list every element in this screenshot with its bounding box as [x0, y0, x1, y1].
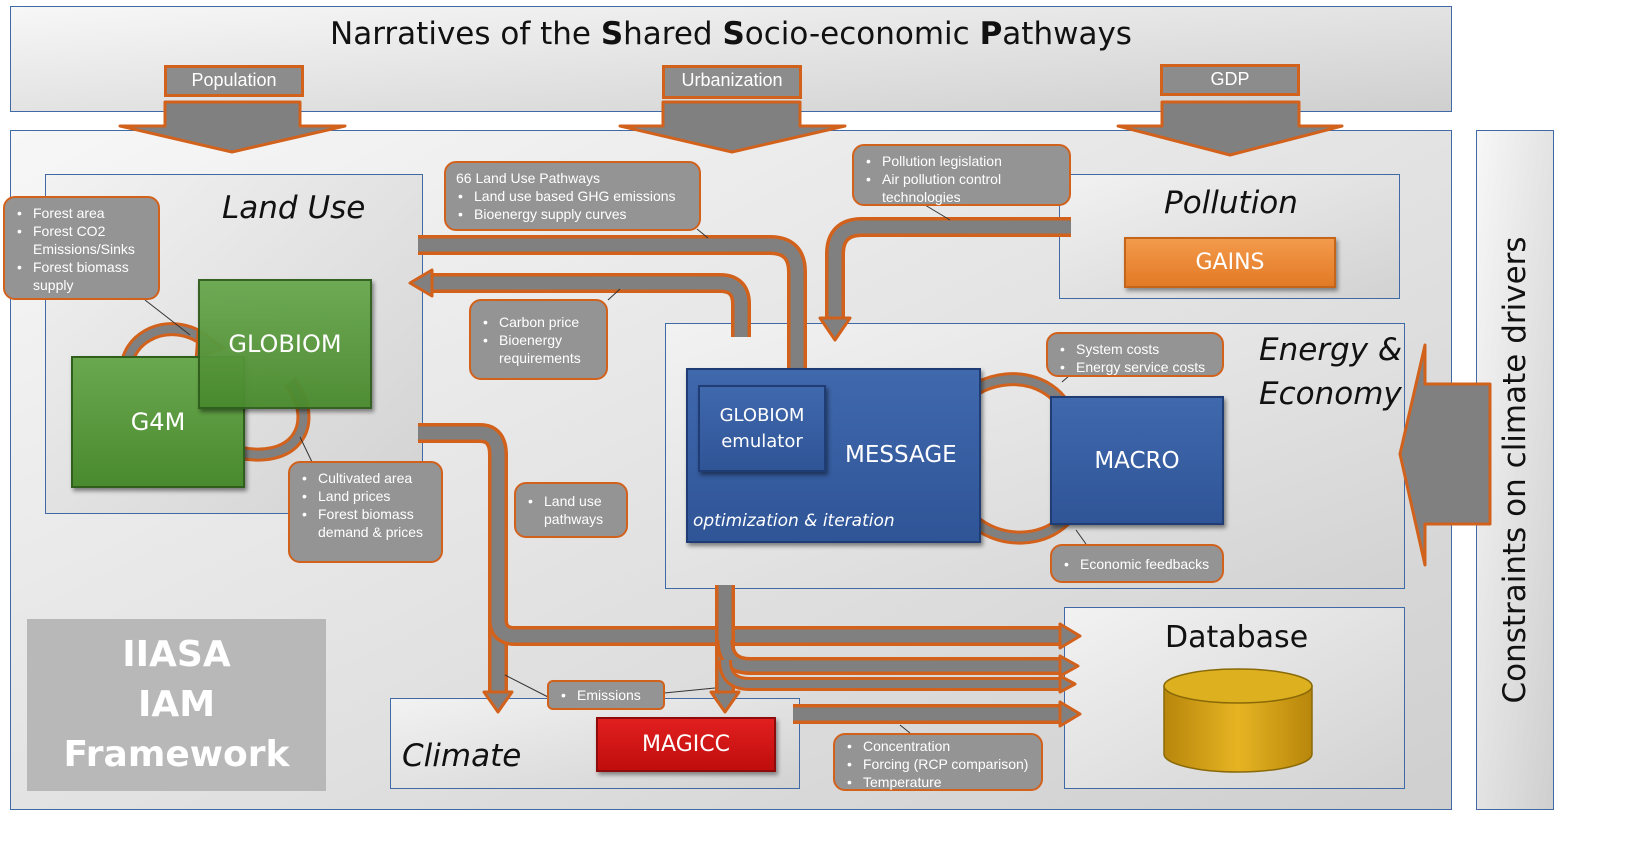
callout-item: Forest area: [17, 204, 148, 222]
system-costs-callout: System costs Energy service costs: [1046, 332, 1224, 377]
globiom-box: GLOBIOM: [198, 279, 372, 409]
pollution-title: Pollution: [1164, 185, 1298, 221]
callout-item: Forest biomass supply: [17, 258, 148, 294]
gains-label: GAINS: [1195, 250, 1265, 275]
framework-line-3: Framework: [63, 734, 290, 775]
callout-item: Forcing (RCP comparison): [847, 755, 1031, 773]
gains-box: GAINS: [1124, 237, 1336, 288]
callout-item: Pollution legislation: [866, 152, 1059, 170]
magicc-label: MAGICC: [642, 732, 730, 757]
urbanization-arrow: [618, 100, 847, 154]
callout-item: Energy service costs: [1060, 358, 1212, 376]
callout-item: Emissions: [561, 686, 653, 704]
callout-item: Economic feedbacks: [1064, 555, 1212, 573]
macro-box: MACRO: [1050, 396, 1224, 525]
g4m-label: G4M: [130, 408, 186, 436]
callout-item: Bioenergy supply curves: [458, 205, 689, 223]
callout-item: Bioenergy requirements: [483, 331, 596, 367]
urbanization-tag: Urbanization: [662, 65, 802, 99]
callout-item: System costs: [1060, 340, 1212, 358]
forest-callout: Forest area Forest CO2 Emissions/Sinks F…: [3, 196, 160, 300]
gdp-tag: GDP: [1160, 64, 1300, 96]
energy-title-2: Economy: [1259, 376, 1402, 412]
magicc-box: MAGICC: [596, 717, 776, 772]
macro-label: MACRO: [1094, 447, 1180, 474]
message-label: MESSAGE: [845, 442, 957, 468]
carbon-price-callout: Carbon price Bioenergy requirements: [469, 299, 608, 380]
optimization-label: optimization & iteration: [693, 511, 895, 531]
economic-feedbacks-callout: Economic feedbacks: [1050, 544, 1224, 583]
database-title: Database: [1165, 620, 1309, 655]
globiom-label: GLOBIOM: [228, 330, 342, 358]
database-icon: [1163, 668, 1313, 773]
climate-title: Climate: [402, 738, 522, 774]
globiom-emulator-box: GLOBIOM emulator: [698, 385, 826, 472]
callout-item: Air pollution control technologies: [866, 170, 1059, 206]
callout-item: Concentration: [847, 737, 1031, 755]
concentration-callout: Concentration Forcing (RCP comparison) T…: [833, 733, 1043, 791]
land-use-pathways-small-callout: Land use pathways: [514, 482, 628, 538]
callout-item: Land prices: [302, 487, 431, 505]
constraints-arrow: [1398, 343, 1492, 567]
callout-item: Cultivated area: [302, 469, 431, 487]
pollution-callout: Pollution legislation Air pollution cont…: [852, 144, 1071, 206]
globiom-emulator-line-1: GLOBIOM: [719, 404, 805, 426]
land-use-pathways-callout: 66 Land Use Pathways Land use based GHG …: [444, 161, 701, 231]
callout-item: Land use pathways: [528, 492, 616, 528]
callout-item: Land use based GHG emissions: [458, 187, 689, 205]
cultivated-area-callout: Cultivated area Land prices Forest bioma…: [288, 461, 443, 563]
emissions-callout: Emissions: [547, 680, 665, 710]
callout-item: Temperature: [847, 773, 1031, 791]
gdp-arrow: [1116, 100, 1344, 157]
population-tag: Population: [164, 65, 304, 97]
callout-item: Forest biomass demand & prices: [302, 505, 431, 541]
population-arrow: [118, 100, 347, 154]
framework-line-1: IIASA: [122, 634, 231, 675]
callout-item: Carbon price: [483, 313, 596, 331]
callout-item: Forest CO2 Emissions/Sinks: [17, 222, 148, 258]
globiom-emulator-line-2: emulator: [721, 430, 803, 452]
framework-line-2: IAM: [137, 684, 216, 725]
iam-framework-box: IIASA IAM Framework: [27, 619, 326, 791]
energy-title-1: Energy &: [1259, 332, 1403, 368]
callout-heading: 66 Land Use Pathways: [456, 170, 600, 186]
narratives-title: Narratives of the Shared Socio-economic …: [330, 16, 1132, 52]
land-use-title: Land Use: [222, 190, 366, 226]
